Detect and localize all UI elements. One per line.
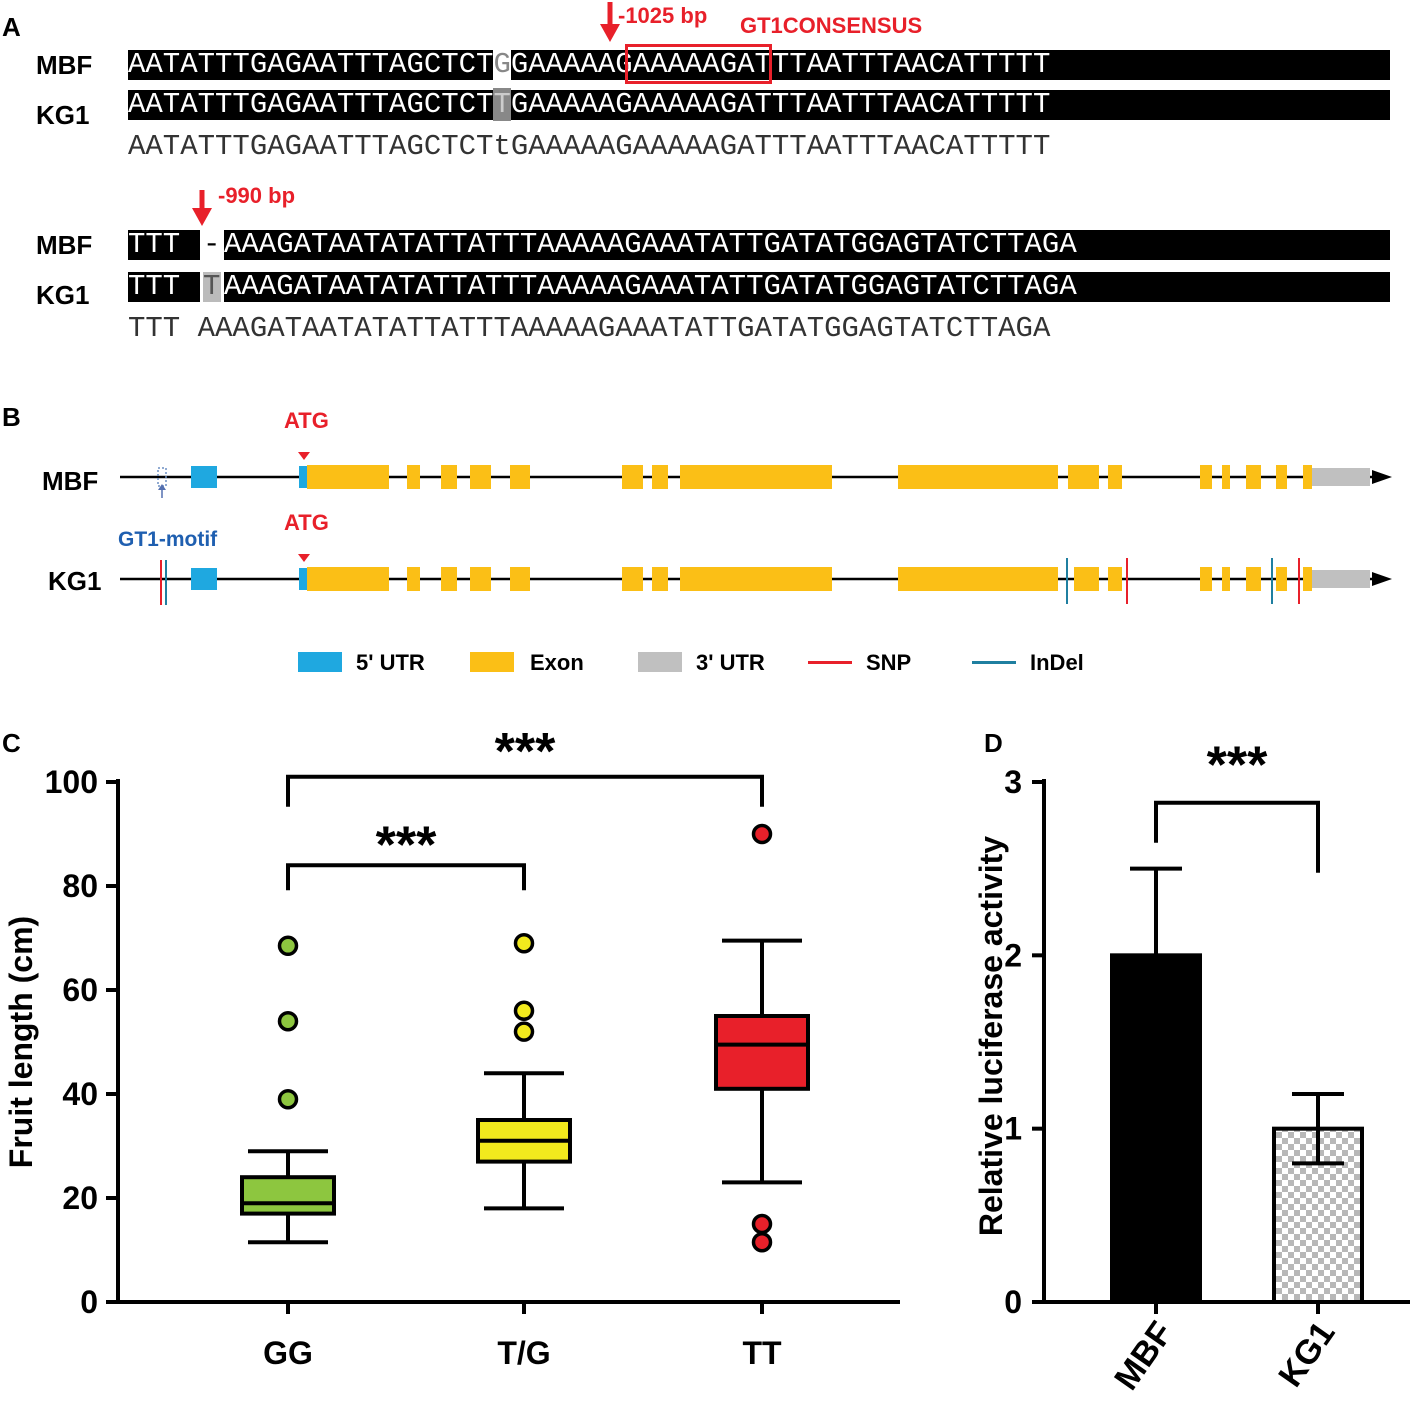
legend-swatch — [298, 652, 342, 672]
seq-kg1-right: GAAAAAGAAAAAGATTTAATTTAACATTTTT — [510, 88, 1051, 121]
box — [714, 1014, 810, 1091]
significance-label: *** — [1207, 737, 1268, 795]
panel-b-letter: B — [2, 402, 21, 432]
panel-a-letter: A — [2, 12, 21, 42]
panel-c-letter: C — [2, 728, 21, 758]
seq-name-kg1-2: KG1 — [36, 280, 90, 310]
seq-row-kg1-2b: AAAGATAATATATTATTTAAAAAGAAATATTGATATGGAG… — [224, 272, 1390, 302]
seq-mbf-snp: G — [493, 48, 511, 81]
panel-d-letter: D — [984, 728, 1003, 758]
seq-name-kg1-1: KG1 — [36, 100, 90, 130]
legend-label: Exon — [530, 650, 584, 675]
outlier-point — [751, 823, 773, 845]
x-tick-label: T/G — [497, 1335, 550, 1371]
x-tick-label: KG1 — [1271, 1315, 1342, 1394]
y-tick-label: 0 — [80, 1284, 98, 1320]
red-arrow-icon — [192, 190, 212, 226]
significance-label: *** — [376, 816, 437, 874]
seq-kg1-snp: T — [493, 88, 511, 121]
y-tick-label: 40 — [62, 1076, 98, 1112]
y-tick-label: 20 — [62, 1180, 98, 1216]
seq-row-mbf-2gap: - — [203, 228, 221, 261]
gt1-motif-label: GT1-motif — [118, 528, 218, 551]
seq-kg1-left: AATATTTGAGAATTTAGCTCT — [128, 88, 494, 121]
legend-label: SNP — [866, 650, 912, 675]
y-tick-label: 1 — [1004, 1111, 1022, 1147]
bar — [1110, 953, 1202, 1304]
seq-row-mbf-2b: AAAGATAATATATTATTTAAAAAGAAATATTGATATGGAG… — [224, 230, 1390, 260]
outlier-point — [277, 935, 299, 957]
gene-track-mbf — [120, 452, 1392, 498]
seq-name-mbf-1: MBF — [36, 50, 93, 80]
outlier-point — [513, 1021, 535, 1042]
y-tick-label: 100 — [45, 764, 98, 800]
legend-swatch — [470, 652, 514, 672]
x-tick-label: MBF — [1107, 1315, 1180, 1397]
legend-swatch — [808, 661, 852, 664]
box — [240, 1175, 336, 1216]
legend-label: InDel — [1030, 650, 1084, 675]
arrow-1025-label: -1025 bp — [618, 3, 708, 28]
seq-row-mbf-1: AATATTTGAGAATTTAGCTCTGGAAAAAGAAAAAGATTTA… — [128, 48, 1390, 81]
significance-bracket — [286, 774, 764, 807]
y-axis-label: Fruit length (cm) — [3, 916, 39, 1168]
legend-label: 5' UTR — [356, 650, 425, 675]
legend: 5' UTR Exon 3' UTR SNP InDel — [0, 646, 1422, 680]
y-tick-label: 3 — [1004, 764, 1022, 800]
significance-bracket — [1154, 800, 1320, 873]
significance-label: *** — [495, 723, 556, 781]
x-tick-label: GG — [263, 1335, 313, 1371]
atg-label-kg1: ATG — [284, 510, 329, 535]
seq-mbf-left: AATATTTGAGAATTTAGCTCT — [128, 48, 494, 81]
y-axis-label: Relative luciferase activity — [973, 836, 1009, 1236]
gene-name-kg1: KG1 — [48, 566, 102, 596]
significance-bracket — [286, 863, 526, 891]
outlier-point — [277, 1088, 299, 1110]
seq-consensus-2: TTT AAAGATAATATATTATTTAAAAAGAAATATTGATAT… — [128, 312, 1051, 345]
gene-name-mbf: MBF — [42, 466, 99, 496]
gt1consensus-label: GT1CONSENSUS — [740, 13, 923, 38]
seq-row-kg1-2gap: T — [203, 270, 221, 303]
arrow-head-icon — [1372, 572, 1392, 586]
gene-track-kg1 — [120, 554, 1392, 605]
legend-swatch — [638, 652, 682, 672]
legend-label: 3' UTR — [696, 650, 765, 675]
seq-consensus-1: AATATTTGAGAATTTAGCTCTtGAAAAAGAAAAAGATTTA… — [128, 130, 1051, 163]
arrow-990-label: -990 bp — [218, 183, 296, 208]
seq-mbf-right: GAAAAAGAAAAAGATTTAATTTAACATTTTT — [510, 48, 1051, 81]
seq-row-mbf-2a: TTT — [128, 230, 200, 260]
outlier-point — [513, 1000, 535, 1022]
gene-structure-diagram — [120, 452, 1392, 605]
outlier-point — [277, 1010, 299, 1032]
red-arrow-icon — [600, 2, 620, 42]
y-tick-label: 0 — [1004, 1284, 1022, 1320]
arrow-head-icon — [1372, 470, 1392, 484]
seq-row-kg1-1: AATATTTGAGAATTTAGCTCTTGAAAAAGAAAAAGATTTA… — [128, 88, 1390, 121]
x-tick-label: TT — [742, 1335, 782, 1371]
seq-row-kg1-2a: TTT — [128, 272, 200, 302]
atg-label-mbf: ATG — [284, 408, 329, 433]
y-tick-label: 2 — [1004, 937, 1022, 973]
outlier-point — [513, 932, 535, 954]
legend-swatch — [972, 661, 1016, 664]
seq-name-mbf-2: MBF — [36, 230, 93, 260]
outlier-point — [751, 1231, 773, 1253]
gt1consensus-box — [625, 44, 772, 84]
y-tick-label: 60 — [62, 972, 98, 1008]
outlier-point — [751, 1213, 773, 1235]
y-tick-label: 80 — [62, 868, 98, 904]
